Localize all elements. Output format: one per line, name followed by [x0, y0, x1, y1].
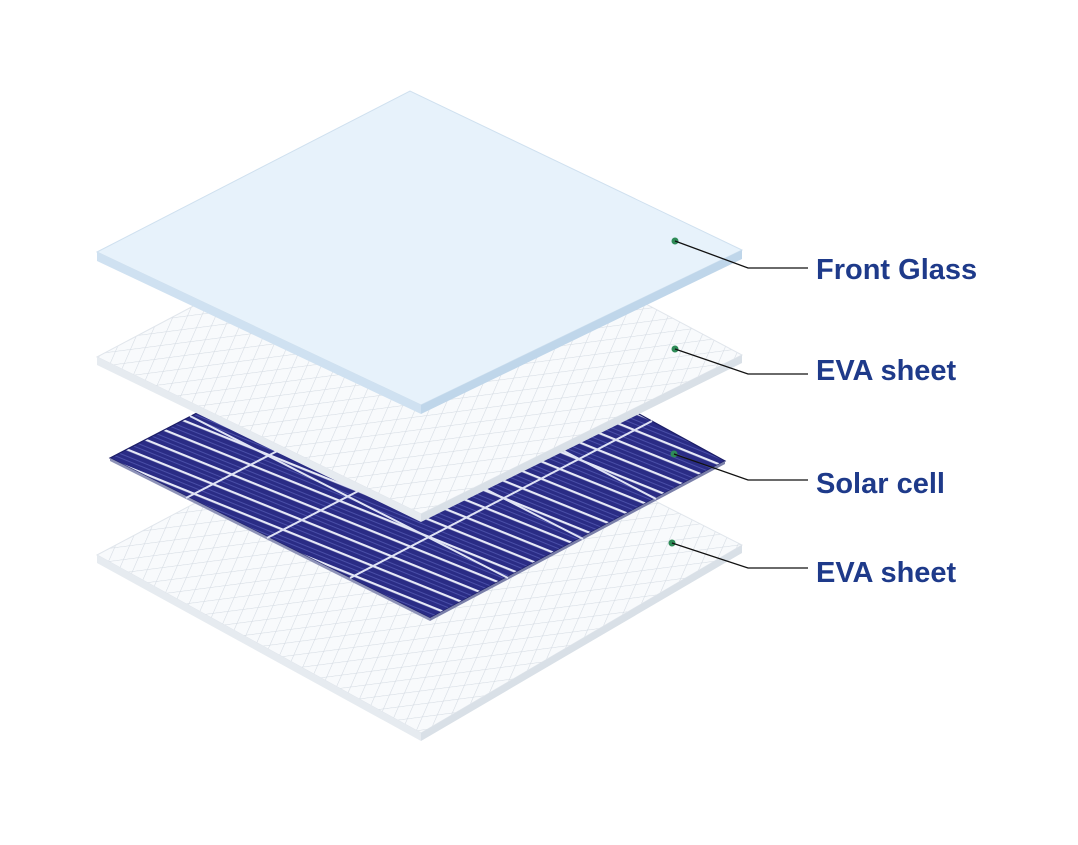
- label-eva-sheet-top: EVA sheet: [816, 355, 957, 387]
- label-solar-cell: Solar cell: [816, 468, 945, 500]
- layer-front-glass: [95, 90, 744, 414]
- callout-eva-top: EVA sheet: [671, 345, 957, 387]
- callout-eva-bottom: EVA sheet: [668, 539, 957, 589]
- callout-front-glass: Front Glass: [671, 237, 977, 286]
- callout-solar-cell: Solar cell: [670, 450, 945, 500]
- label-eva-sheet-bottom: EVA sheet: [816, 557, 957, 589]
- label-front-glass: Front Glass: [816, 254, 977, 286]
